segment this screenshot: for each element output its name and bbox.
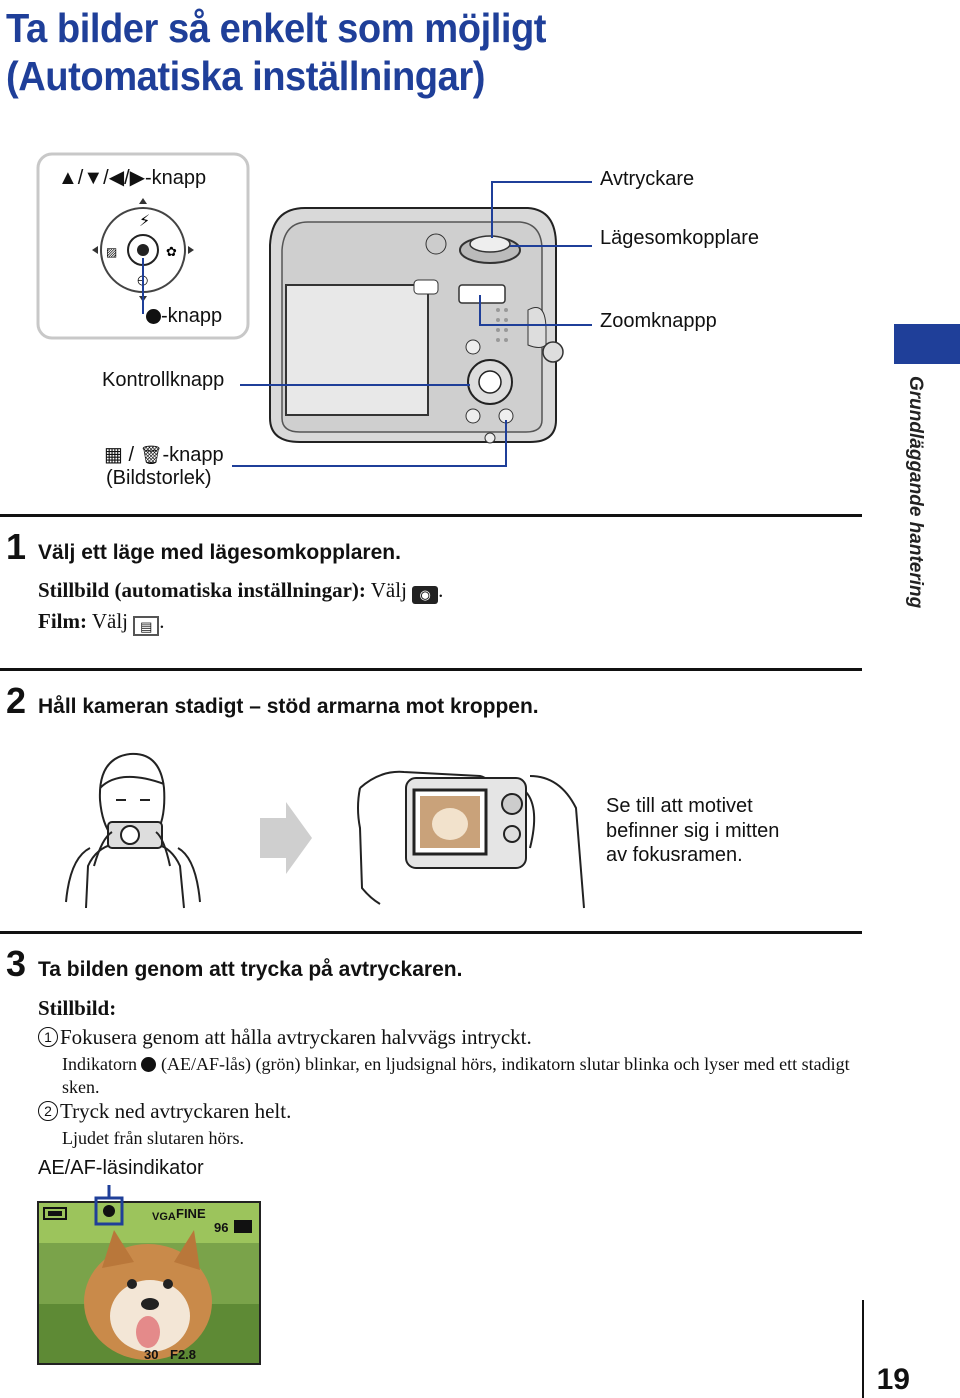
svg-text:▨: ▨	[106, 245, 117, 259]
control-wheel-icon: ⚡ ▨ ✿ ◴	[92, 198, 194, 302]
mode-dial-label: Lägesomkopplare	[600, 227, 759, 249]
step1-rule	[0, 514, 862, 517]
lcd-screen-preview: VGA FINE 96 30 F2.8	[37, 1185, 261, 1365]
step3-heading: Ta bilden genom att trycka på avtryckare…	[38, 958, 463, 981]
camera-mode-icon: ◉	[412, 586, 439, 604]
bullet-dot-icon	[146, 309, 161, 324]
camera-icon	[234, 1220, 252, 1233]
step3-rule	[0, 931, 862, 934]
ae-af-lock-dot-icon	[103, 1205, 115, 1217]
page-number: 19	[876, 1363, 910, 1396]
page-edge-rule	[862, 1300, 864, 1398]
next-arrow-icon	[260, 802, 312, 874]
image-size-text: VGA	[152, 1211, 176, 1223]
person-holding-camera	[65, 752, 201, 909]
step1-still-line: Stillbild (automatiska inställningar): V…	[38, 578, 444, 604]
step3-item2-detail: Ljudet från slutaren hörs.	[62, 1128, 244, 1148]
image-size-note: (Bildstorlek)	[106, 467, 212, 489]
ae-af-indicator-label: AE/AF-läsindikator	[38, 1157, 204, 1179]
page-title: Ta bilder så enkelt som möjligt (Automat…	[6, 5, 547, 99]
battery-icon	[43, 1207, 67, 1220]
quality-text: FINE	[176, 1206, 206, 1221]
step3-number: 3	[6, 943, 27, 984]
step1-number: 1	[6, 526, 27, 567]
trash-icon: 🗑	[139, 445, 163, 465]
ae-af-lock-dot-icon	[141, 1057, 157, 1072]
step2-rule	[0, 668, 862, 671]
arrow-keys-label: ▲/▼/◀/▶-knapp	[58, 167, 207, 189]
step3-item1-detail: Indikatorn (AE/AF-lås) (grön) blinkar, e…	[62, 1054, 850, 1097]
step2-number: 2	[6, 680, 27, 721]
still-image-subheading: Stillbild:	[38, 996, 117, 1020]
image-size-button-label: ▦ / 🗑-knapp	[104, 444, 224, 466]
movie-mode-icon: ▤	[133, 616, 160, 636]
camera-body-illustration	[269, 207, 564, 444]
svg-text:✿: ✿	[166, 245, 177, 260]
section-tab-label: Grundläggande hantering	[905, 376, 926, 609]
center-key-label: -knapp	[146, 305, 222, 328]
shutter-speed-text: 30	[144, 1347, 158, 1362]
step2-heading: Håll kameran stadigt – stöd armarna mot …	[38, 695, 539, 718]
hands-with-camera	[357, 770, 585, 909]
section-tab-marker	[894, 324, 960, 364]
aperture-text: F2.8	[170, 1347, 196, 1362]
zoom-button-label: Zoomknappp	[600, 310, 717, 332]
step1-heading: Välj ett läge med lägesomkopplaren.	[38, 541, 401, 564]
holding-camera-illustration	[65, 752, 585, 909]
shutter-button-label: Avtryckare	[600, 168, 695, 190]
index-grid-icon: ▦	[104, 444, 123, 466]
step1-movie-line: Film: Välj ▤.	[38, 609, 165, 636]
svg-text:⚡: ⚡	[139, 211, 150, 230]
control-button-label: Kontrollknapp	[102, 369, 225, 391]
camera-diagram: ⚡ ▨ ✿ ◴	[36, 152, 592, 467]
framing-note: Se till att motivet befinner sig i mitte…	[606, 795, 780, 866]
remaining-shots-text: 96	[214, 1220, 228, 1235]
